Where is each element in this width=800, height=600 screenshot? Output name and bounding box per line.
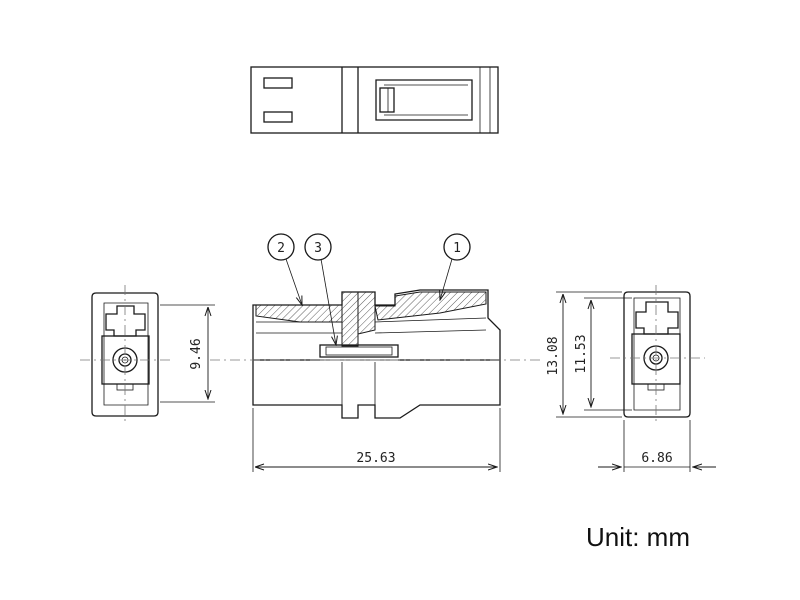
- dimension-right-outer-height-label: 13.08: [546, 336, 561, 375]
- callout-1-label: 1: [453, 241, 461, 256]
- top-view: [250, 66, 499, 134]
- dimension-right-width: 6.86: [598, 420, 716, 472]
- callout-3-label: 3: [314, 241, 322, 256]
- unit-label: Unit: mm: [586, 522, 690, 552]
- section-view: [210, 289, 540, 419]
- dimension-right-inner-height-label: 11.53: [574, 334, 589, 373]
- dimension-overall-length: 25.63: [252, 408, 501, 472]
- callout-2: 2: [267, 233, 302, 305]
- dimension-left-height-label: 9.46: [189, 338, 204, 369]
- left-end-view: [80, 285, 170, 425]
- dimension-right-outer-height: 13.08: [546, 291, 622, 418]
- callout-2-label: 2: [277, 241, 285, 256]
- dimension-overall-length-label: 25.63: [356, 451, 395, 466]
- dimension-right-inner-height: 11.53: [574, 297, 632, 411]
- right-end-view: [610, 285, 705, 425]
- dimension-left-height: 9.46: [160, 304, 215, 403]
- callout-1: 1: [440, 233, 471, 300]
- dimension-right-width-label: 6.86: [641, 451, 672, 466]
- callout-3: 3: [304, 233, 336, 345]
